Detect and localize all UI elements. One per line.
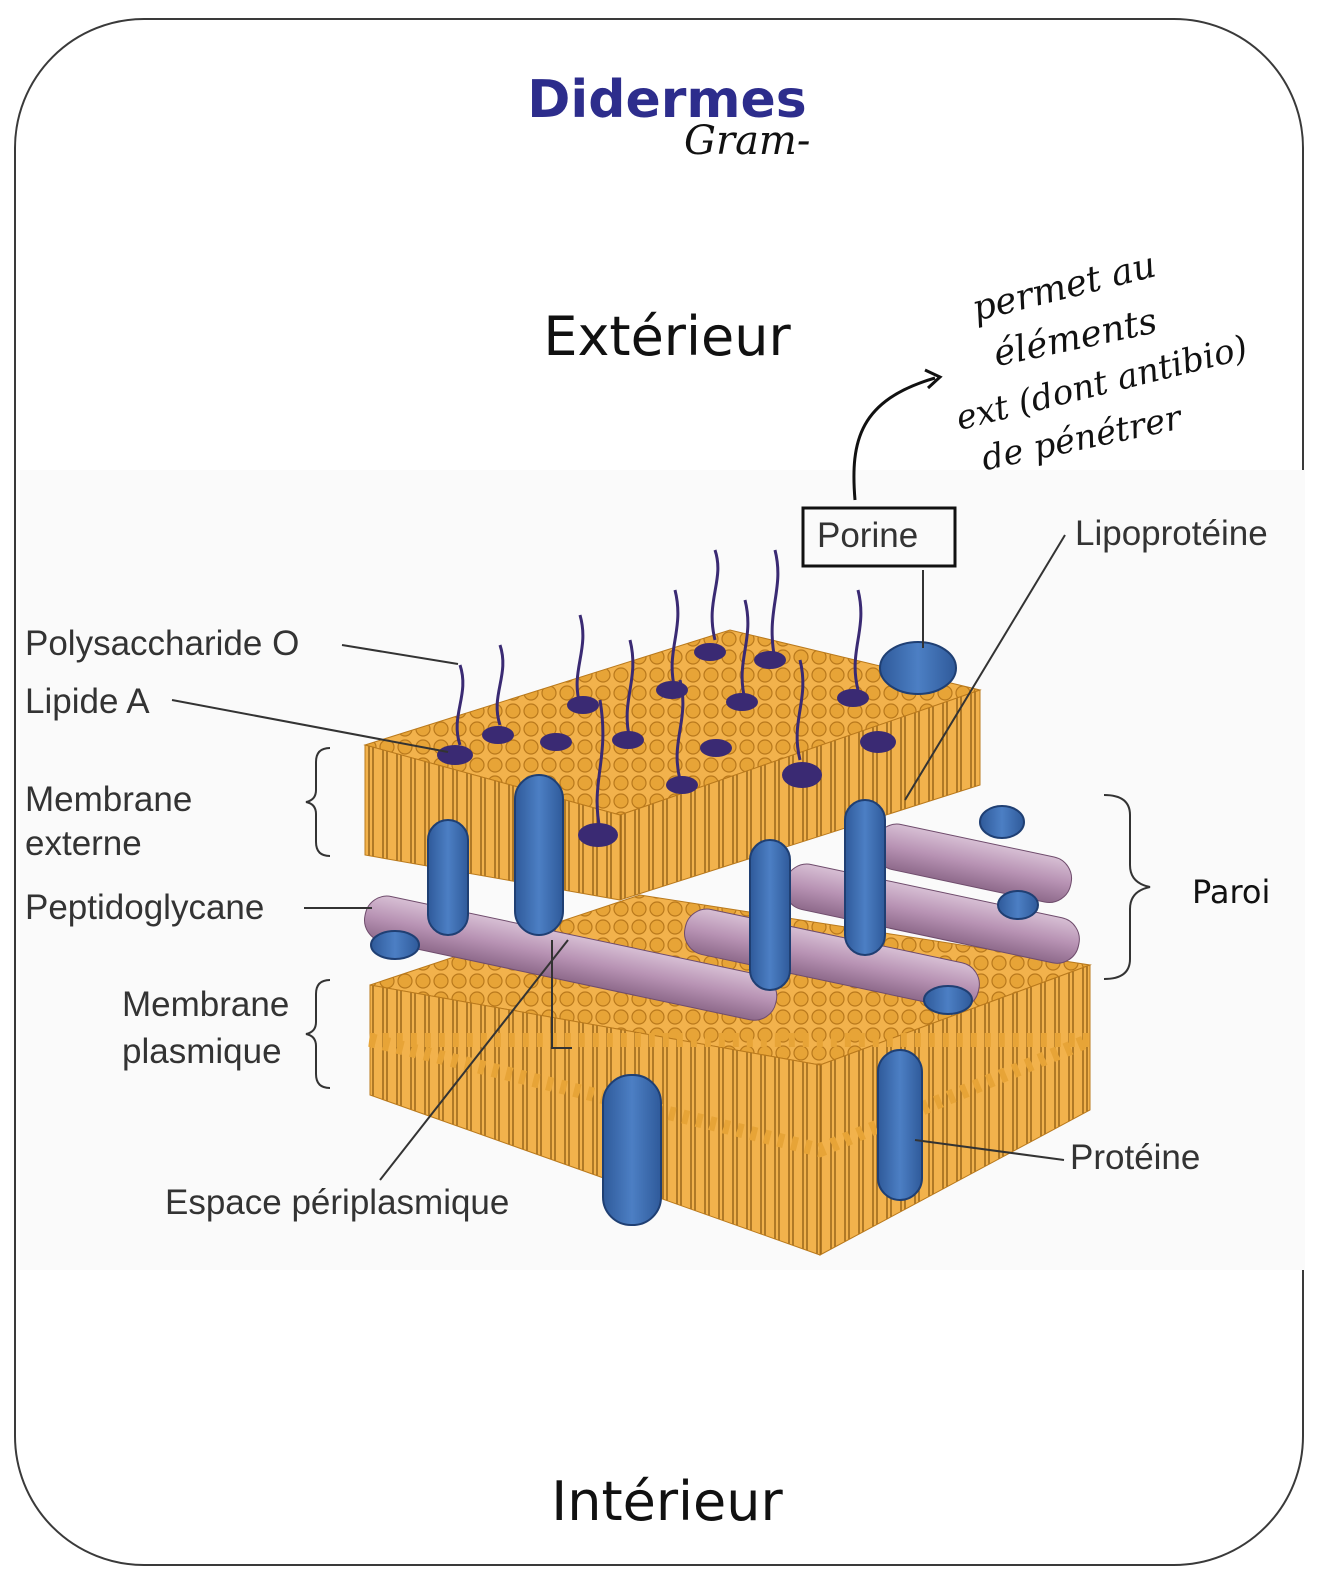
label-peptidoglycane: Peptidoglycane [25,888,265,927]
handwritten-arrow [852,376,936,501]
label-proteine: Protéine [1070,1138,1201,1177]
arrowhead-icon [924,368,943,390]
handwritten-subtitle: Gram- [684,118,811,164]
label-lipide-a: Lipide A [25,682,150,721]
lipid-a-heads [437,643,896,847]
label-paroi: Paroi [1192,873,1271,911]
porine-box [801,506,957,568]
leader-lines [171,534,1151,1181]
label-espace-periplasmique: Espace périplasmique [165,1183,510,1222]
label-membrane-plasmique-1: Membrane [122,985,290,1024]
label-polysaccharide-o: Polysaccharide O [25,624,300,663]
label-lipoproteine: Lipoprotéine [1075,514,1268,553]
interior-label: Intérieur [551,1470,783,1533]
label-membrane-externe-2: externe [25,824,142,863]
label-membrane-externe-1: Membrane [25,780,193,819]
label-membrane-plasmique-2: plasmique [122,1032,282,1071]
exterior-label: Extérieur [543,305,791,368]
membrane-proteins [370,641,1039,1226]
lps-chains [455,549,863,831]
label-porine: Porine [817,516,919,555]
slide-title: Didermes [527,70,807,130]
